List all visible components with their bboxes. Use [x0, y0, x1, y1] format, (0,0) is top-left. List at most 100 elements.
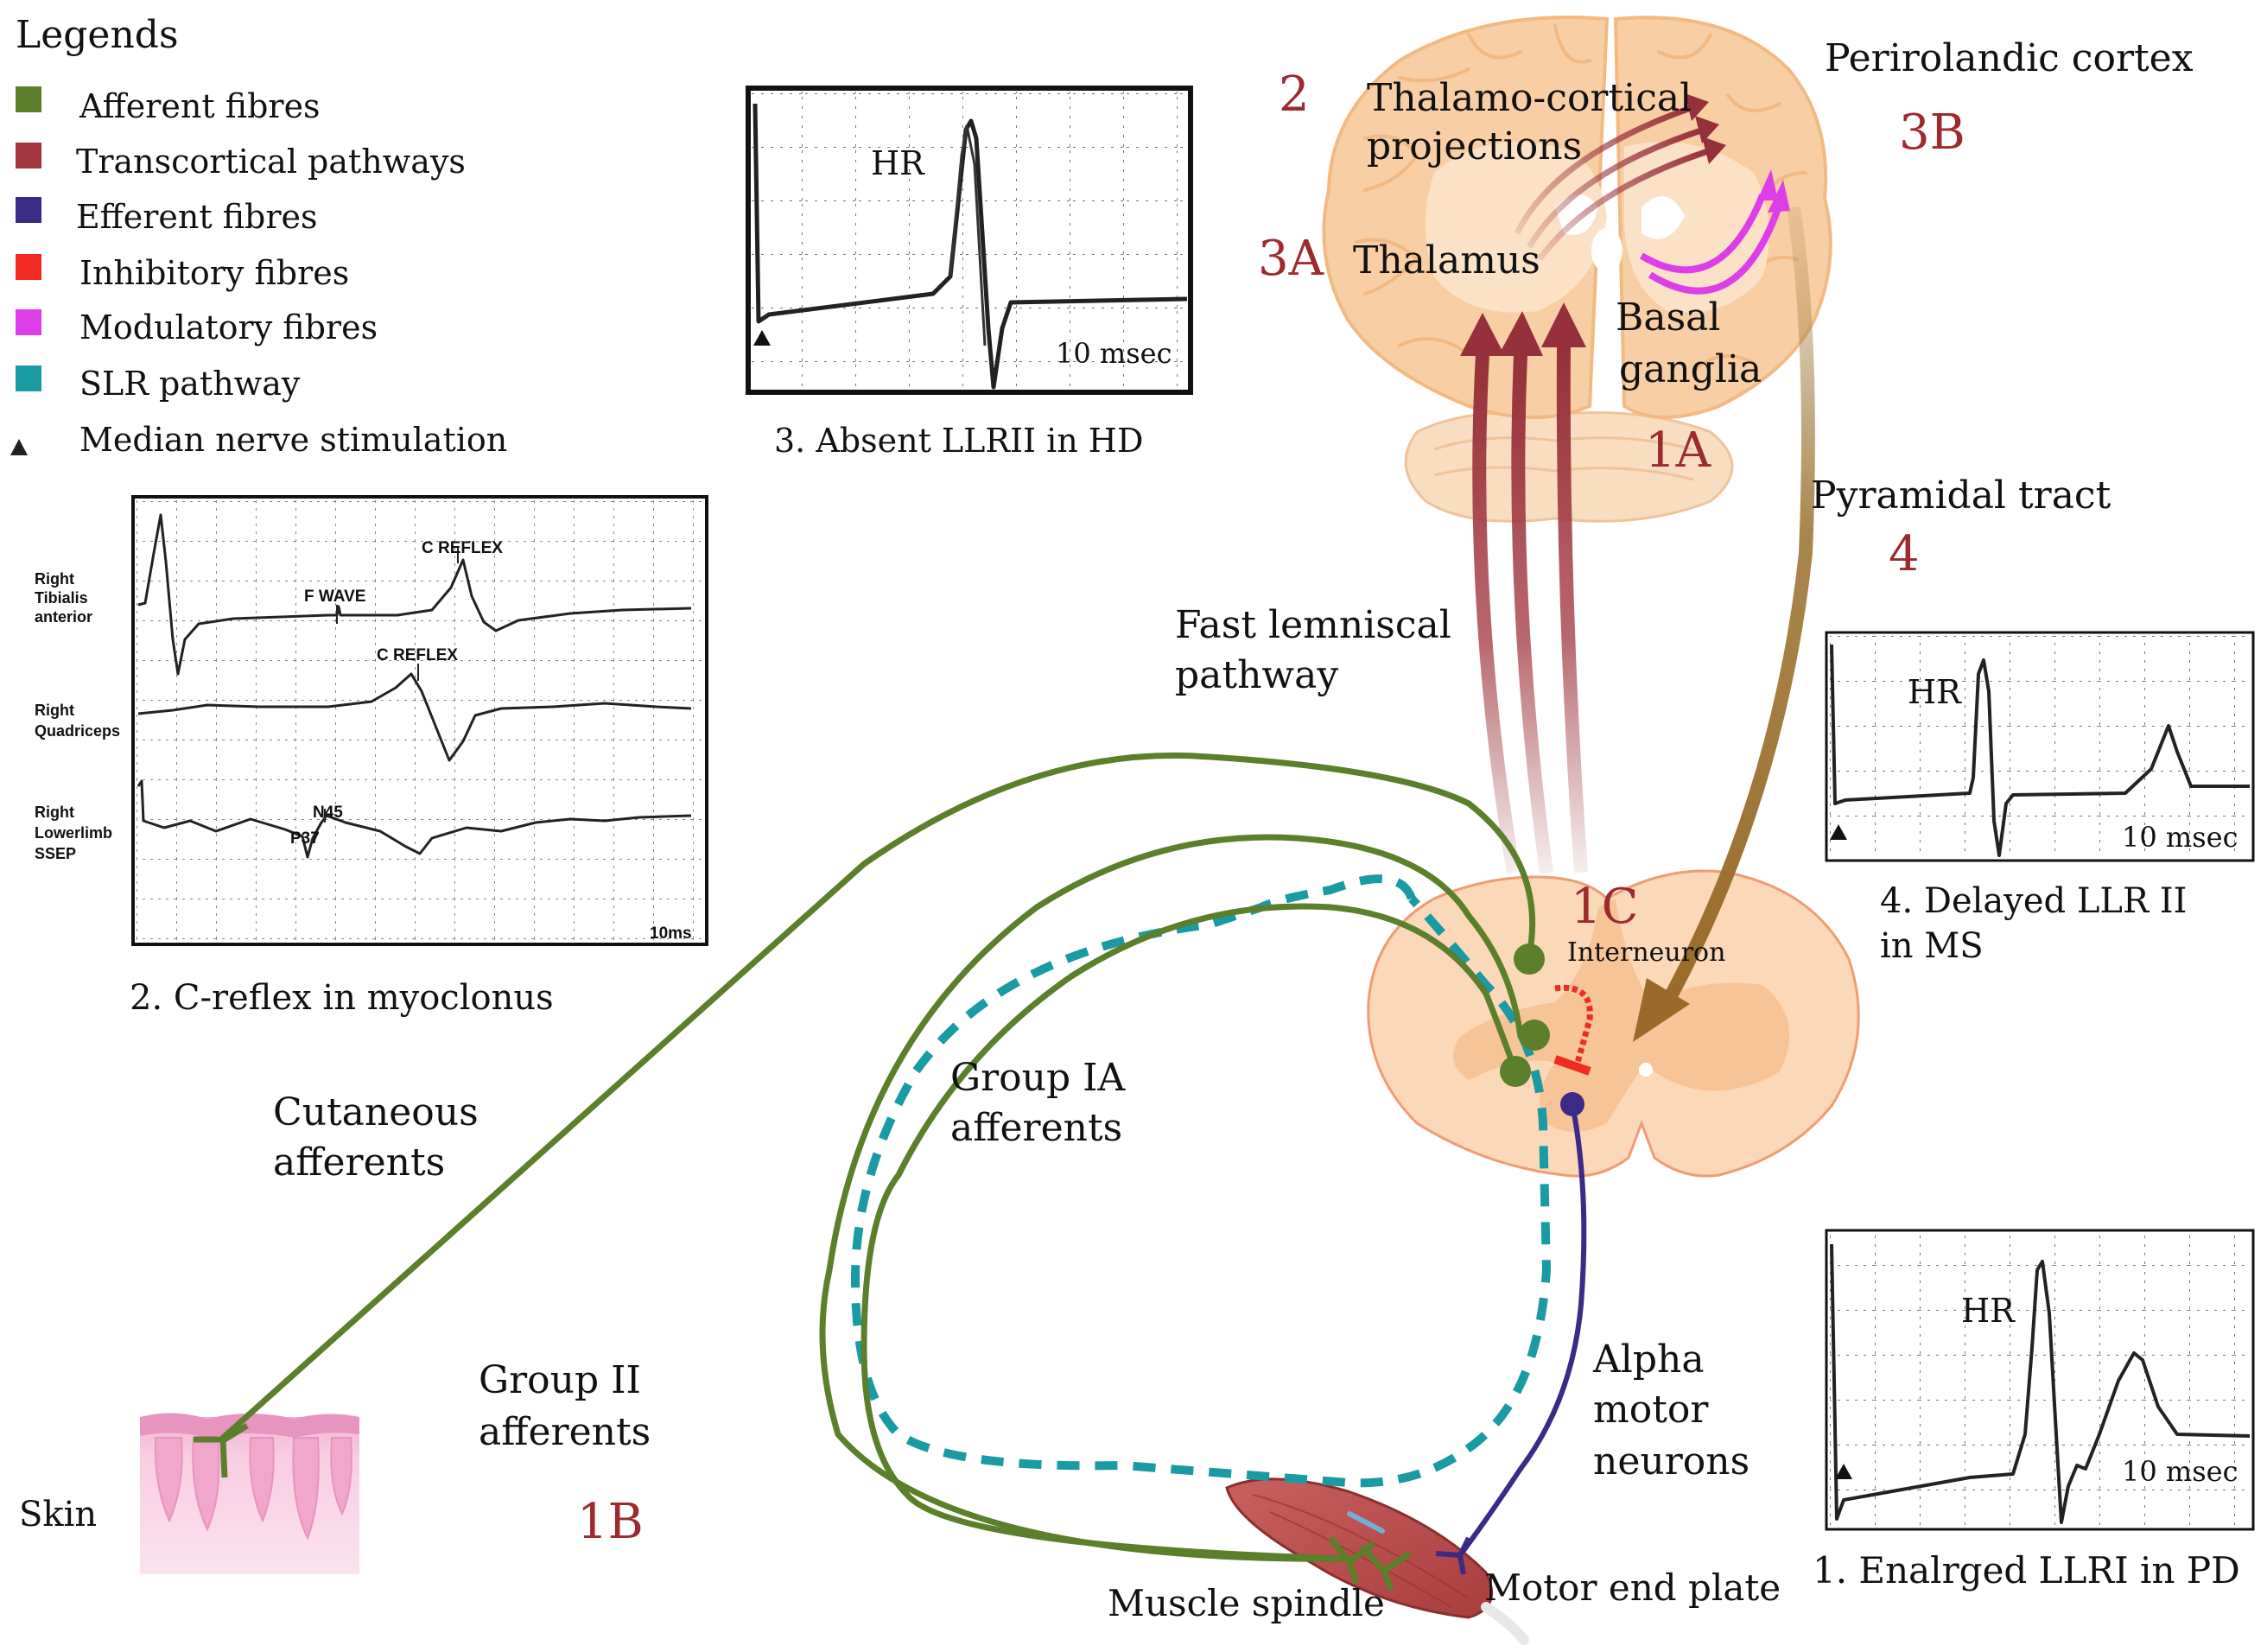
myoclonus-caption: 2. C-reflex in myoclonus: [130, 978, 554, 1018]
interneuron-body: [1514, 944, 1545, 975]
legend-item-slr: SLR pathway: [16, 365, 301, 403]
ms-caption: in MS: [1880, 926, 1984, 966]
arrowhead-icon: [1702, 137, 1726, 164]
spindle-ending-icon: [1359, 1544, 1412, 1592]
alpha-motor-label: motor: [1593, 1388, 1709, 1432]
hd-time-scale: 10 msec: [1056, 337, 1172, 370]
thalamocortical-label: Thalamo-cortical: [1367, 76, 1692, 120]
label-4: 4: [1889, 526, 1920, 582]
fast-lemniscal-arrows: [1460, 302, 1588, 874]
legend-label: SLR pathway: [79, 365, 301, 403]
f-wave-mark: F WAVE: [304, 588, 365, 606]
pd-trace: [1830, 1243, 2251, 1524]
arrowhead-icon: [1685, 93, 1709, 121]
basal-ganglia-label: ganglia: [1619, 347, 1762, 391]
arrowhead-icon: [1768, 180, 1790, 213]
inhibitory-swatch-icon: [16, 254, 41, 280]
label-2: 2: [1279, 67, 1310, 123]
legend-item-transcortical: Transcortical pathways: [16, 143, 466, 181]
panel-hd: HR 10 msec 3. Absent LLRII in HD: [746, 86, 1193, 460]
fast-lemniscal-label: Fast lemniscal: [1175, 603, 1451, 647]
label-1a: 1A: [1645, 423, 1711, 479]
arrowhead-icon: [1695, 116, 1719, 143]
quadriceps-trace: [137, 672, 692, 762]
interneuron-label: Interneuron: [1567, 937, 1725, 968]
cutaneous-label: afferents: [273, 1141, 445, 1185]
alpha-motor-label: neurons: [1593, 1439, 1749, 1484]
diagram-labels: 2 Thalamo-cortical projections Perirolan…: [273, 36, 2194, 1624]
ms-trace: [1830, 644, 2250, 857]
label-3b: 3B: [1899, 105, 1965, 161]
skin-label: Skin: [19, 1495, 97, 1534]
muscle-illustration: [1225, 1477, 1529, 1645]
afferent-cell-body: [1519, 1020, 1550, 1051]
motor-neuron-body: [1560, 1092, 1584, 1116]
legend-item-modulatory: Modulatory fibres: [16, 308, 378, 346]
pd-wave-label: HR: [1961, 1292, 2016, 1330]
row-label: Lowerlimb: [35, 824, 112, 842]
pyramidal-label: Pyramidal tract: [1811, 473, 2111, 518]
group-ii-label: Group II: [479, 1358, 641, 1402]
thalamus-label: Thalamus: [1353, 238, 1540, 283]
legend-item-afferent: Afferent fibres: [16, 86, 321, 125]
hd-caption: 3. Absent LLRII in HD: [774, 422, 1143, 460]
c-reflex-mark: C REFLEX: [377, 646, 458, 664]
slr-swatch-icon: [16, 365, 41, 391]
perirolandic-label: Perirolandic cortex: [1825, 36, 2194, 80]
pathway-lines: [194, 93, 1815, 1592]
panel-ms: HR 10 msec 4. Delayed LLR II in MS: [1825, 631, 2255, 966]
stimulation-marker-icon: [1835, 1464, 1852, 1479]
fast-lemniscal-label: pathway: [1175, 653, 1338, 697]
stimulation-marker-icon: [753, 330, 771, 346]
ms-caption: 4. Delayed LLR II: [1880, 881, 2187, 921]
legend: Legends Afferent fibres Transcortical pa…: [10, 13, 507, 459]
stimulation-marker-icon: [1830, 824, 1847, 840]
arrowhead-icon: [1633, 978, 1690, 1042]
legend-label: Efferent fibres: [76, 198, 318, 236]
pd-caption: 1. Enalrged LLRI in PD: [1813, 1549, 2240, 1592]
skin-receptor-icon: [194, 1423, 249, 1478]
row-label: Right: [35, 804, 74, 821]
panel-myoclonus: Right Tibialis anterior Right Quadriceps…: [35, 495, 708, 1018]
thalamocortical-label: projections: [1367, 124, 1582, 168]
myoclonus-time-scale: 10ms: [650, 924, 692, 943]
group-ii-afferent: [860, 903, 1519, 1562]
cutaneous-afferent: [219, 752, 1536, 1442]
modulatory-swatch-icon: [16, 309, 41, 335]
legend-label: Modulatory fibres: [79, 308, 378, 346]
group-ia-label: Group IA: [950, 1056, 1127, 1100]
pyramidal-tract-arrow: [1633, 206, 1815, 1042]
hd-trace: [752, 103, 1188, 390]
motor-end-plate-label: Motor end plate: [1484, 1566, 1781, 1609]
row-label: anterior: [35, 608, 92, 626]
legend-item-inhibitory: Inhibitory fibres: [16, 254, 349, 292]
arrowhead-icon: [1460, 313, 1505, 356]
pd-time-scale: 10 msec: [2122, 1455, 2238, 1488]
arrowhead-icon: [1498, 311, 1543, 356]
panel-pd: HR 10 msec 1. Enalrged LLRI in PD: [1813, 1229, 2255, 1592]
ms-wave-label: HR: [1908, 673, 1962, 711]
skin-illustration: Skin: [19, 1413, 359, 1574]
label-1c: 1C: [1571, 879, 1638, 935]
group-ia-afferent: [819, 834, 1524, 1562]
alpha-motor-label: Alpha: [1592, 1337, 1705, 1382]
legend-label: Median nerve stimulation: [79, 421, 507, 459]
thalamocortical-arrows: [1514, 93, 1726, 262]
motor-end-plate-icon: [1435, 1536, 1471, 1575]
transcortical-swatch-icon: [16, 143, 41, 168]
legend-item-efferent: Efferent fibres: [16, 197, 318, 236]
ms-time-scale: 10 msec: [2122, 821, 2238, 854]
cutaneous-label: Cutaneous: [273, 1090, 479, 1134]
row-label: Right: [35, 570, 74, 588]
inhibitory-fibre: [1554, 984, 1593, 1064]
legend-label: Afferent fibres: [79, 87, 321, 125]
p37-mark: P37: [290, 829, 320, 848]
label-1b: 1B: [577, 1494, 644, 1550]
row-label: Right: [35, 702, 74, 719]
efferent-swatch-icon: [16, 197, 41, 223]
label-3a: 3A: [1258, 231, 1324, 287]
n45-mark: N45: [313, 804, 343, 822]
triangle-marker-icon: [10, 439, 28, 455]
